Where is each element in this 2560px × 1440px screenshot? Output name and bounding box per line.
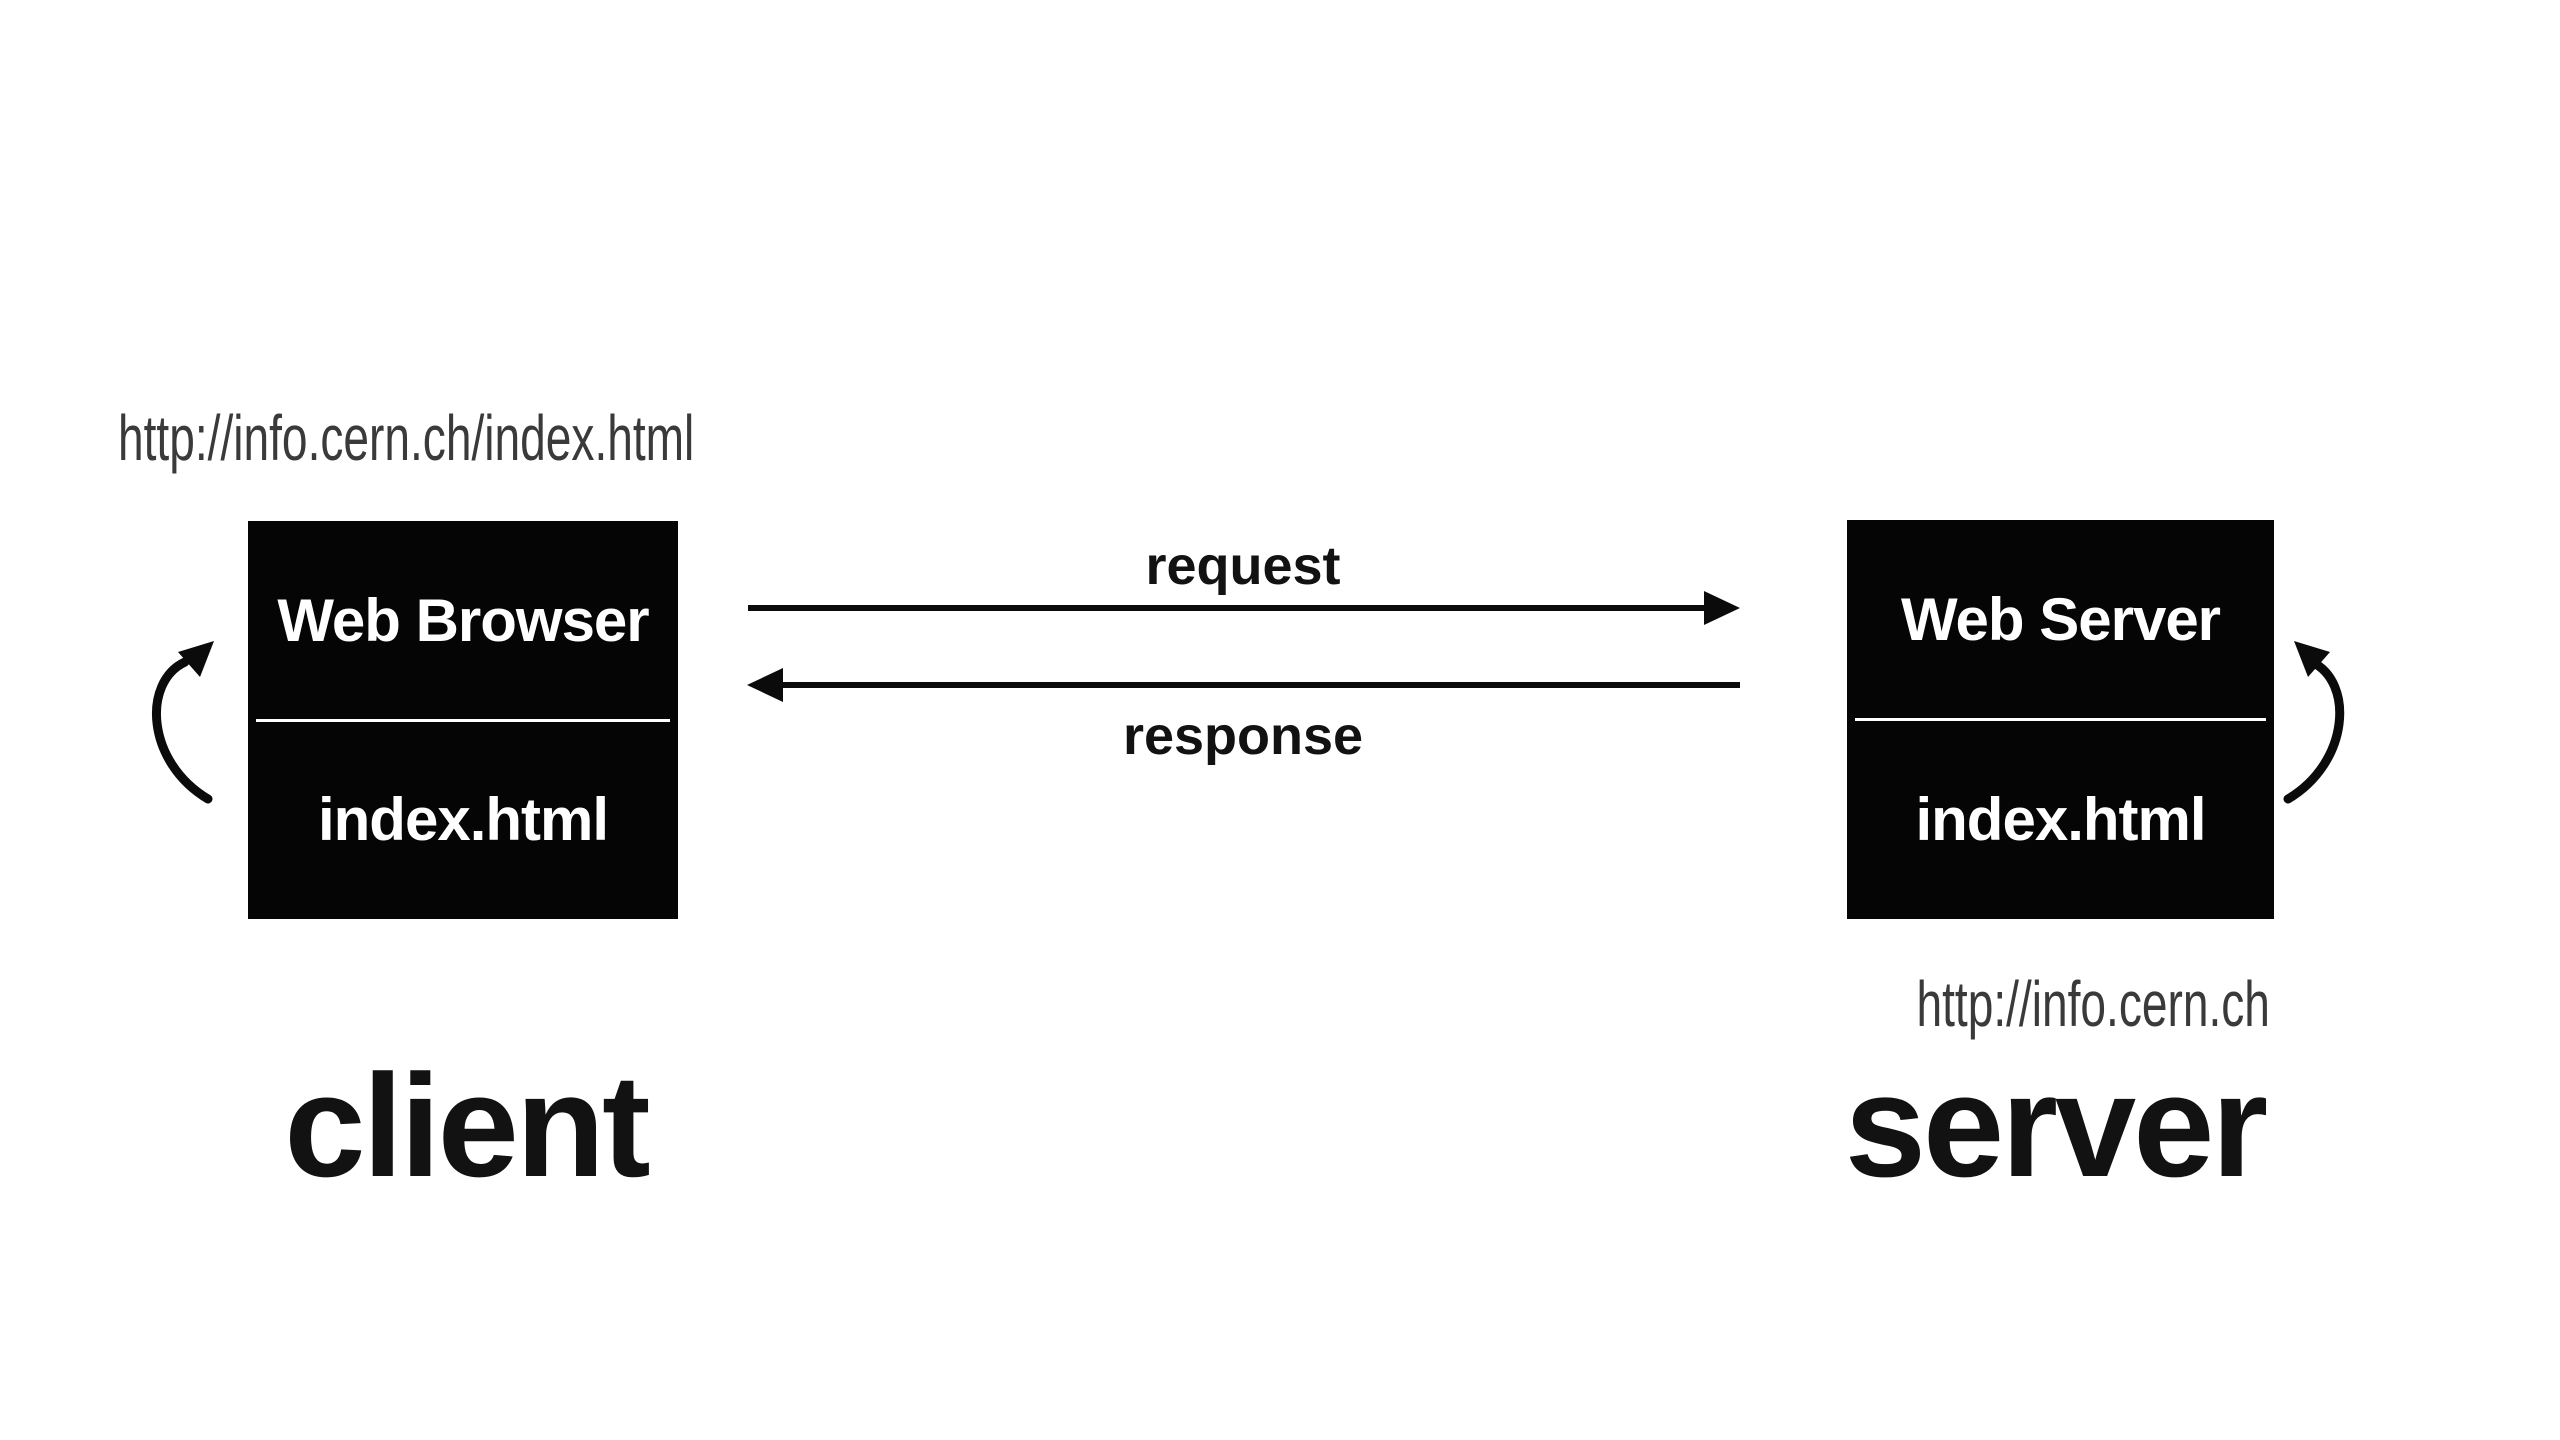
server-url-text: http://info.cern.ch xyxy=(1916,968,2270,1040)
client-loop-arrow-icon xyxy=(152,641,214,804)
server-box-file: index.html xyxy=(1915,785,2206,853)
left-arrowhead-icon xyxy=(747,668,783,702)
client-node-divider xyxy=(256,718,670,722)
client-box-title: Web Browser xyxy=(277,587,649,654)
client-node-box: Web Browser index.html xyxy=(248,521,678,919)
server-node-divider xyxy=(1855,718,2266,721)
request-arrow xyxy=(748,591,1740,625)
response-label: response xyxy=(1122,706,1364,766)
client-url-text: http://info.cern.ch/index.html xyxy=(118,402,695,474)
client-role-label: client xyxy=(284,1044,650,1207)
client-box-file: index.html xyxy=(317,786,609,853)
server-box-title: Web Server xyxy=(1900,586,2221,654)
server-loop-arrow-icon xyxy=(2283,641,2345,804)
response-arrow xyxy=(747,668,1740,702)
right-arrowhead-icon xyxy=(1704,591,1740,625)
server-role-label: server xyxy=(1844,1044,2268,1207)
request-label: request xyxy=(1145,536,1341,596)
server-node-box: Web Server index.html xyxy=(1847,520,2274,919)
